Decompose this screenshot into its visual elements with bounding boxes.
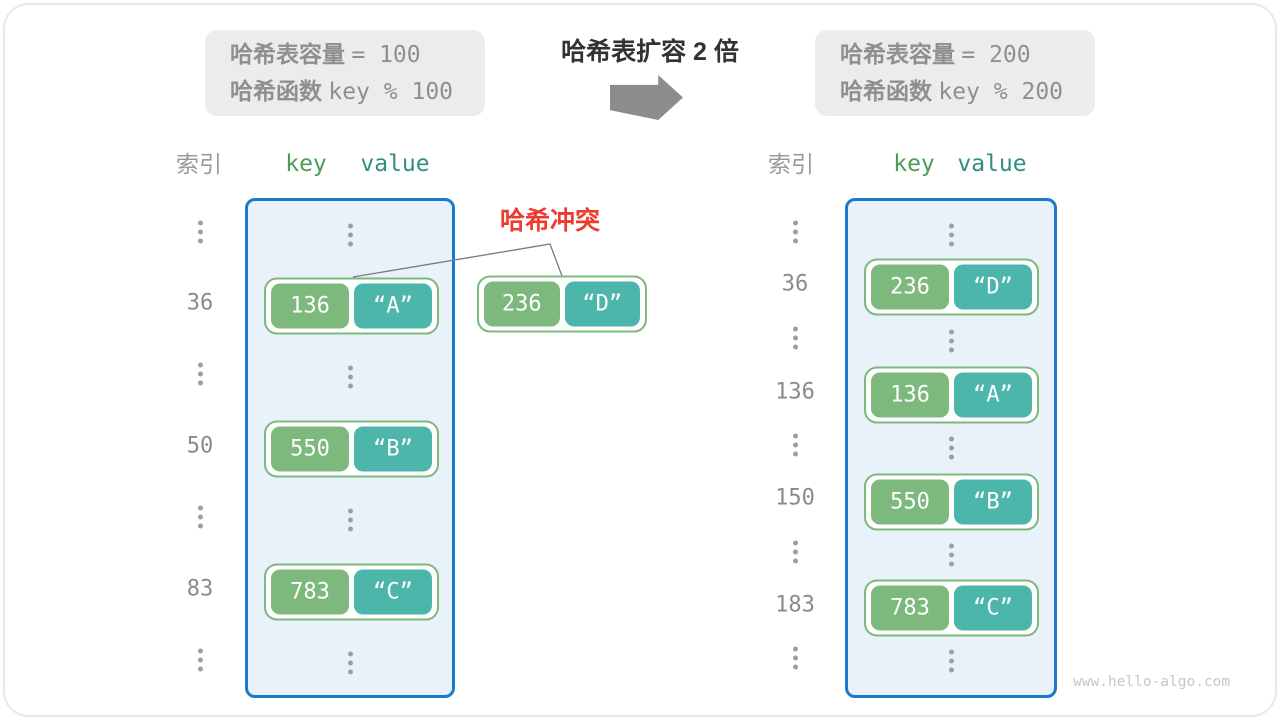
vertical-ellipsis — [160, 648, 240, 672]
capacity-value: = 200 — [961, 42, 1031, 68]
hash-function-label: 哈希函数 — [840, 78, 932, 104]
bucket-pair: 783 “C” — [264, 563, 439, 621]
vertical-ellipsis — [310, 651, 390, 675]
vertical-ellipsis — [755, 326, 835, 350]
collision-label: 哈希冲突 — [499, 207, 600, 235]
key-cell: 236 — [484, 281, 560, 327]
value-cell: “A” — [354, 283, 432, 329]
index-label: 183 — [775, 592, 815, 618]
expand-title: 哈希表扩容 2 倍 — [561, 38, 739, 66]
vertical-ellipsis — [755, 540, 835, 564]
key-cell: 550 — [271, 426, 349, 472]
value-cell: “D” — [954, 264, 1032, 310]
capacity-value: = 100 — [351, 42, 421, 68]
vertical-ellipsis — [911, 329, 991, 353]
index-label: 83 — [186, 576, 214, 602]
key-cell: 136 — [871, 372, 949, 418]
bucket-pair: 550 “B” — [264, 420, 439, 478]
vertical-ellipsis — [911, 649, 991, 673]
value-cell: “C” — [954, 585, 1032, 631]
bucket-pair: 550 “B” — [864, 473, 1039, 531]
vertical-ellipsis — [911, 543, 991, 567]
value-header-before: value — [360, 151, 430, 177]
value-cell: “C” — [354, 569, 432, 615]
vertical-ellipsis — [911, 223, 991, 247]
index-label: 36 — [781, 271, 809, 297]
bucket-pair: 236 “D” — [864, 258, 1039, 316]
value-cell: “A” — [954, 372, 1032, 418]
index-label: 136 — [775, 379, 815, 405]
bucket-pair: 136 “A” — [264, 277, 439, 335]
value-cell: “B” — [354, 426, 432, 472]
value-header-after: value — [957, 151, 1027, 177]
index-label: 150 — [775, 485, 815, 511]
capacity-panel-after: 哈希表容量 = 200 哈希函数 key % 200 — [815, 30, 1095, 116]
value-cell: “D” — [564, 281, 640, 327]
vertical-ellipsis — [755, 646, 835, 670]
hash-function-line: 哈希函数 key % 200 — [840, 76, 1095, 107]
vertical-ellipsis — [310, 365, 390, 389]
key-cell: 783 — [871, 585, 949, 631]
capacity-line: 哈希表容量 = 100 — [230, 39, 485, 70]
vertical-ellipsis — [310, 508, 390, 532]
key-cell: 550 — [871, 479, 949, 525]
bucket-pair: 783 “C” — [864, 579, 1039, 637]
key-header-before: key — [285, 151, 327, 177]
collision-pair: 236 “D” — [477, 275, 647, 333]
hash-table-before: 136 “A” 550 “B” 783 “C” — [245, 198, 455, 698]
vertical-ellipsis — [160, 362, 240, 386]
vertical-ellipsis — [310, 223, 390, 247]
key-cell: 783 — [271, 569, 349, 615]
capacity-line: 哈希表容量 = 200 — [840, 39, 1095, 70]
vertical-ellipsis — [160, 220, 240, 244]
key-header-after: key — [893, 151, 935, 177]
hash-function-label: 哈希函数 — [230, 78, 322, 104]
key-cell: 236 — [871, 264, 949, 310]
right-arrow-icon — [610, 75, 683, 120]
capacity-label: 哈希表容量 — [230, 41, 345, 67]
capacity-panel-before: 哈希表容量 = 100 哈希函数 key % 100 — [205, 30, 485, 116]
bucket-pair: 136 “A” — [864, 366, 1039, 424]
index-label: 36 — [186, 290, 214, 316]
vertical-ellipsis — [755, 433, 835, 457]
capacity-label: 哈希表容量 — [840, 41, 955, 67]
hash-function-value: key % 200 — [938, 79, 1064, 105]
hash-table-after: 236 “D” 136 “A” 550 “B” 783 “C” — [845, 198, 1057, 698]
watermark: www.hello-algo.com — [1073, 674, 1231, 690]
index-header-before: 索引 — [176, 151, 222, 177]
vertical-ellipsis — [160, 505, 240, 529]
value-cell: “B” — [954, 479, 1032, 525]
index-header-after: 索引 — [768, 151, 814, 177]
hash-function-line: 哈希函数 key % 100 — [230, 76, 485, 107]
vertical-ellipsis — [755, 220, 835, 244]
hash-function-value: key % 100 — [328, 79, 454, 105]
key-cell: 136 — [271, 283, 349, 329]
vertical-ellipsis — [911, 436, 991, 460]
index-label: 50 — [186, 433, 214, 459]
